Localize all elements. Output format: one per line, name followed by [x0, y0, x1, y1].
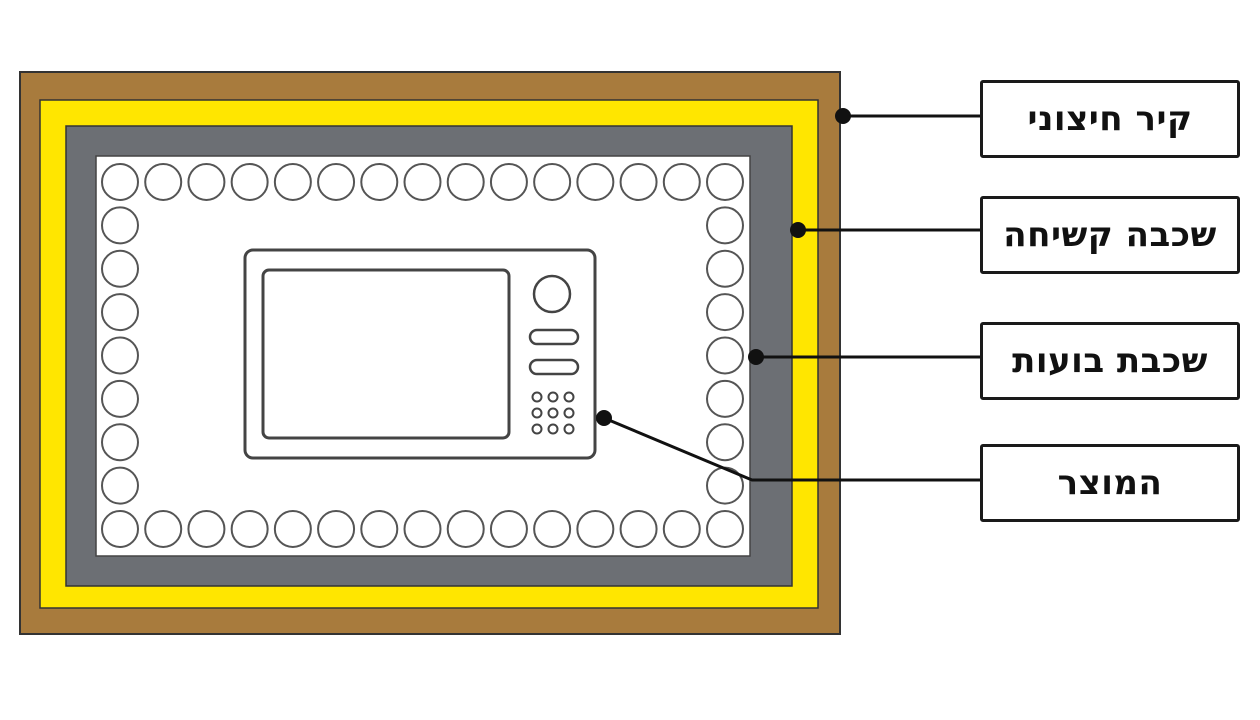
air-bubble-icon	[101, 466, 139, 505]
air-bubble-icon	[101, 379, 139, 418]
air-bubble-icon	[619, 163, 658, 201]
air-bubble-icon	[187, 163, 226, 201]
air-bubble-icon	[706, 336, 744, 375]
air-bubble-icon	[101, 206, 139, 245]
air-bubble-icon	[446, 510, 485, 548]
air-bubble-icon	[576, 163, 615, 201]
air-bubble-icon	[706, 423, 744, 462]
air-bubble-icon	[101, 423, 139, 462]
air-bubble-icon	[101, 293, 139, 332]
air-bubble-icon	[489, 163, 528, 201]
air-bubble-icon	[230, 510, 269, 548]
air-bubble-icon	[662, 163, 701, 201]
air-bubble-icon	[144, 163, 183, 201]
air-bubble-icon	[706, 379, 744, 418]
air-bubble-icon	[273, 510, 312, 548]
air-bubble-icon	[187, 510, 226, 548]
air-bubble-icon	[230, 163, 269, 201]
label-hard-layer: שכבה קשיחה	[980, 196, 1240, 274]
air-bubble-icon	[706, 249, 744, 288]
air-bubble-icon	[403, 163, 442, 201]
air-bubble-icon	[706, 510, 744, 548]
air-bubble-icon	[533, 163, 572, 201]
air-bubbles-group	[101, 163, 744, 548]
dot-outer-wall	[835, 108, 851, 124]
air-bubble-icon	[662, 510, 701, 548]
air-bubble-icon	[317, 163, 356, 201]
air-bubble-icon	[101, 163, 139, 201]
air-bubble-icon	[489, 510, 528, 548]
dot-product	[596, 410, 612, 426]
dot-bubble-layer	[748, 349, 764, 365]
air-bubble-icon	[360, 510, 399, 548]
air-bubble-icon	[706, 163, 744, 201]
air-bubble-icon	[144, 510, 183, 548]
leader-product	[603, 416, 980, 482]
air-bubble-icon	[317, 510, 356, 548]
air-bubble-icon	[360, 163, 399, 201]
label-outer-wall: קיר חיצוני	[980, 80, 1240, 158]
dot-hard-layer	[790, 222, 806, 238]
air-bubble-icon	[101, 510, 139, 548]
microwave-oven-icon	[243, 248, 597, 460]
air-bubble-icon	[273, 163, 312, 201]
air-bubble-icon	[706, 293, 744, 332]
air-bubble-icon	[706, 206, 744, 245]
air-bubble-icon	[101, 249, 139, 288]
leader-dots	[596, 108, 851, 426]
label-bubble-layer: שכבת בועות	[980, 322, 1240, 400]
air-bubble-icon	[101, 336, 139, 375]
label-product: המוצר	[980, 444, 1240, 522]
leader-lines	[603, 114, 980, 482]
air-bubble-icon	[533, 510, 572, 548]
air-bubble-icon	[619, 510, 658, 548]
air-bubble-icon	[403, 510, 442, 548]
air-bubble-icon	[446, 163, 485, 201]
air-bubble-icon	[576, 510, 615, 548]
